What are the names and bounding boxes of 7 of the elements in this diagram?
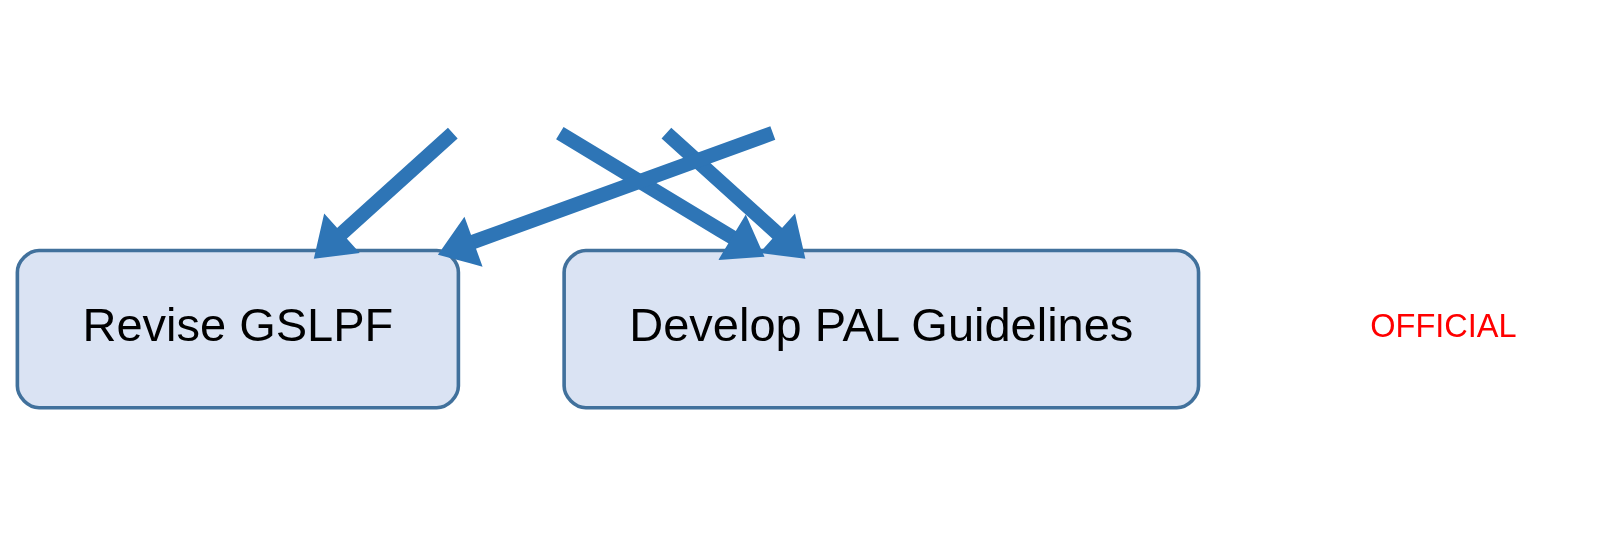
node-box: Revise GSLPF xyxy=(15,248,461,410)
node-box: Develop PAL Guidelines xyxy=(562,248,1201,410)
arrow xyxy=(437,126,776,267)
arrow xyxy=(313,127,458,259)
label: OFFICIAL xyxy=(1370,308,1517,345)
arrow xyxy=(556,127,765,260)
arrow xyxy=(661,127,806,259)
